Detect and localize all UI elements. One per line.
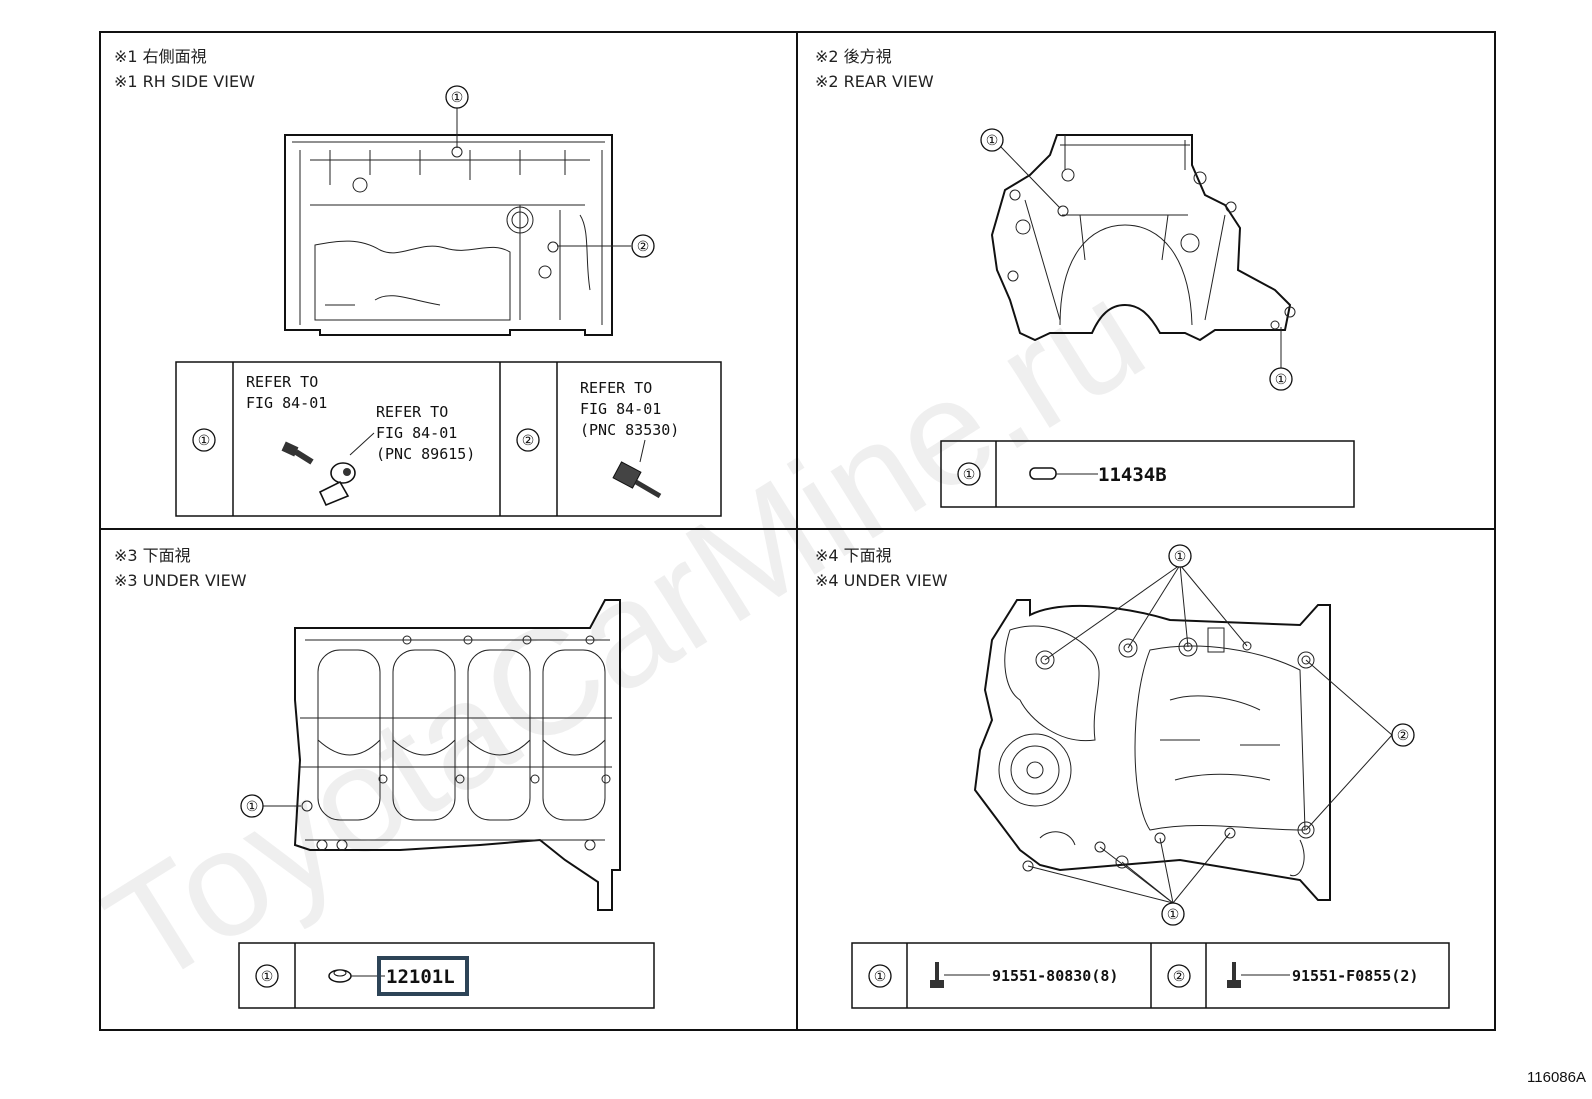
refer-text: FIG 84-01 — [246, 394, 327, 412]
frame — [99, 31, 1496, 1031]
refer-text: (PNC 89615) — [376, 445, 475, 463]
panel-under-view-3: ※3 下面視 ※3 UNDER VIEW ① ① — [114, 546, 655, 1009]
knock-sensor-icon — [318, 432, 375, 507]
callout-label: ① — [1174, 548, 1187, 564]
bolt-icon — [1227, 962, 1290, 988]
callout-2: ② — [1305, 659, 1415, 831]
plug-icon — [328, 969, 385, 983]
legend-callout-1: ① — [198, 432, 211, 448]
panel-rear-view: ※2 後方視 ※2 REAR VIEW ① ① ① — [815, 47, 1355, 508]
callout-label: ① — [246, 798, 259, 814]
legend-table: ① 91551-80830(8) ② 91551-F0855(2) — [851, 942, 1450, 1009]
callout-1: ① — [1027, 832, 1231, 926]
panel-under-view-4: ※4 下面視 ※4 UNDER VIEW ① — [815, 544, 1450, 1009]
part-number: 91551-F0855(2) — [1292, 967, 1418, 985]
refer-text: REFER TO — [580, 379, 652, 397]
panel-caption-jp: ※3 下面視 — [114, 546, 191, 565]
legend-callout-1: ① — [261, 968, 274, 984]
legend-callout-1: ① — [874, 968, 887, 984]
refer-text: REFER TO — [376, 403, 448, 421]
part-number: 12101L — [386, 966, 455, 988]
refer-text: (PNC 83530) — [580, 421, 679, 439]
callout-label: ① — [1167, 906, 1180, 922]
callout-1: ① — [980, 128, 1061, 209]
panel-caption-jp: ※1 右側面視 — [114, 47, 207, 66]
legend-callout-2: ② — [1173, 968, 1186, 984]
refer-text: REFER TO — [246, 373, 318, 391]
engine-block-rear-drawing — [990, 134, 1296, 342]
panel-caption-en: ※4 UNDER VIEW — [815, 571, 948, 590]
oil-pressure-switch-icon — [612, 439, 662, 499]
legend-callout-1: ① — [963, 466, 976, 482]
bolt-icon — [930, 962, 990, 988]
engine-block-side-drawing — [284, 134, 613, 336]
watermark: ToyotaCarMine.ru — [78, 247, 1171, 1017]
callout-1: ① — [1269, 327, 1293, 391]
legend-callout-2: ② — [522, 432, 535, 448]
legend-table: ① 12101L — [238, 942, 655, 1009]
callout-label: ① — [451, 89, 464, 105]
panel-rh-side-view: ※1 右側面視 ※1 RH SIDE VIEW ① ② — [114, 47, 722, 517]
part-number: 11434B — [1098, 464, 1167, 486]
highlight-box — [377, 956, 469, 996]
callout-1: ① — [445, 85, 469, 148]
panel-caption-en: ※1 RH SIDE VIEW — [114, 72, 255, 91]
panel-caption-en: ※2 REAR VIEW — [815, 72, 934, 91]
callout-1: ① — [1044, 544, 1248, 661]
panel-caption-jp: ※4 下面視 — [815, 546, 892, 565]
part-number: 91551-80830(8) — [992, 967, 1118, 985]
oil-pan-bottom-drawing — [973, 599, 1331, 901]
engine-block-bottom-drawing — [293, 599, 621, 911]
legend-table: ① 11434B — [940, 440, 1355, 508]
panel-caption-jp: ※2 後方視 — [815, 47, 892, 66]
dowel-pin-icon — [1029, 467, 1098, 480]
callout-label: ① — [986, 132, 999, 148]
bolt-icon — [281, 441, 314, 465]
refer-text: FIG 84-01 — [580, 400, 661, 418]
legend-table: ① REFER TO FIG 84-01 REFER TO FIG 84-01 … — [175, 361, 722, 517]
callout-2: ② — [557, 234, 655, 258]
callout-label: ② — [1397, 727, 1410, 743]
panel-caption-en: ※3 UNDER VIEW — [114, 571, 247, 590]
callout-1: ① — [240, 794, 301, 818]
figure-id: 116086A — [1527, 1069, 1586, 1086]
callout-label: ② — [637, 238, 650, 254]
callout-label: ① — [1275, 371, 1288, 387]
refer-text: FIG 84-01 — [376, 424, 457, 442]
